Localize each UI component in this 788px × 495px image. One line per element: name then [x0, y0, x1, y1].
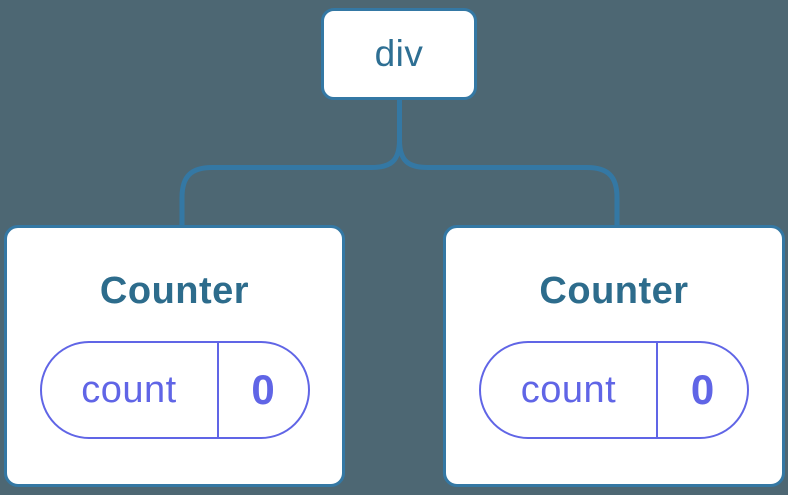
state-pill: count 0	[479, 341, 749, 439]
counter-component-card-left: Counter count 0	[4, 225, 345, 487]
pill-divider	[216, 343, 219, 437]
component-title: Counter	[99, 270, 250, 312]
state-value: 0	[251, 366, 275, 413]
connector-right-branch	[397, 99, 620, 227]
counter-component-card-right: Counter count 0	[443, 225, 785, 487]
pill-divider	[656, 343, 658, 437]
root-node-label: div	[374, 33, 424, 74]
state-key-label: count	[520, 368, 617, 411]
component-title: Counter	[539, 270, 689, 312]
connector-left-branch	[179, 99, 402, 227]
root-node: div	[321, 8, 477, 100]
state-pill: count 0	[39, 341, 310, 439]
state-value: 0	[690, 366, 715, 413]
state-key-label: count	[81, 368, 177, 411]
